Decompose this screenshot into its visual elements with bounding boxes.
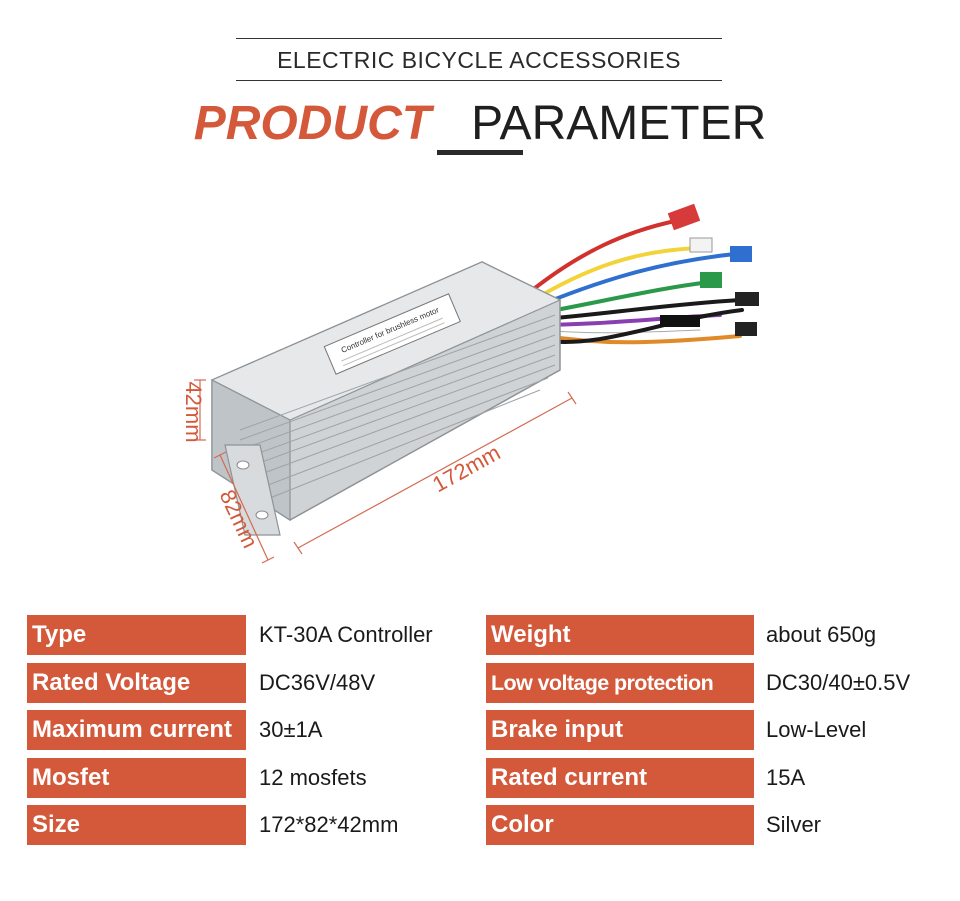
controller-casing: Controller for brushless motor [210,261,562,536]
spec-label: Color [486,805,754,845]
spec-value: 30±1A [259,717,323,742]
spec-label: Low voltage protection [486,662,754,703]
spec-label: Mosfet [27,757,246,798]
controller-product-image: Controller for brushless motor 42mm 82mm… [181,203,759,564]
spec-value: DC30/40±0.5V [766,669,911,695]
spec-label: Rated current [486,757,754,798]
title-underline [437,150,523,155]
title-accent: PRODUCT [193,97,432,150]
spec-value: 172*82*42mm [259,812,399,837]
spec-label: Rated Voltage [27,662,246,703]
spec-value: 15A [766,764,806,790]
spec-value: Silver [766,812,822,837]
title-spacer [444,97,457,150]
spec-value: about 650g [766,622,877,647]
spec-label: Type [27,615,246,655]
spec-label: Maximum current [27,710,246,750]
spec-value: 12 mosfets [259,764,367,790]
dimension-lines [194,379,577,564]
spec-label: Size [27,805,246,845]
title-plain: PARAMETER [471,97,767,150]
page-subtitle: ELECTRIC BICYCLE ACCESSORIES [277,47,681,73]
spec-value: KT-30A Controller [259,622,433,647]
page-title: PRODUCT PARAMETER [0,96,960,152]
header-rule-bottom [236,80,722,81]
spec-label: Weight [486,615,754,655]
wire-connectors [660,203,759,336]
header-rule-top [236,38,722,39]
dimension-height-label: 42mm [181,381,206,442]
spec-label: Brake input [486,710,754,750]
spec-value: DC36V/48V [259,669,376,695]
dimension-length-label: 172mm [428,440,504,497]
spec-value: Low-Level [766,717,867,742]
